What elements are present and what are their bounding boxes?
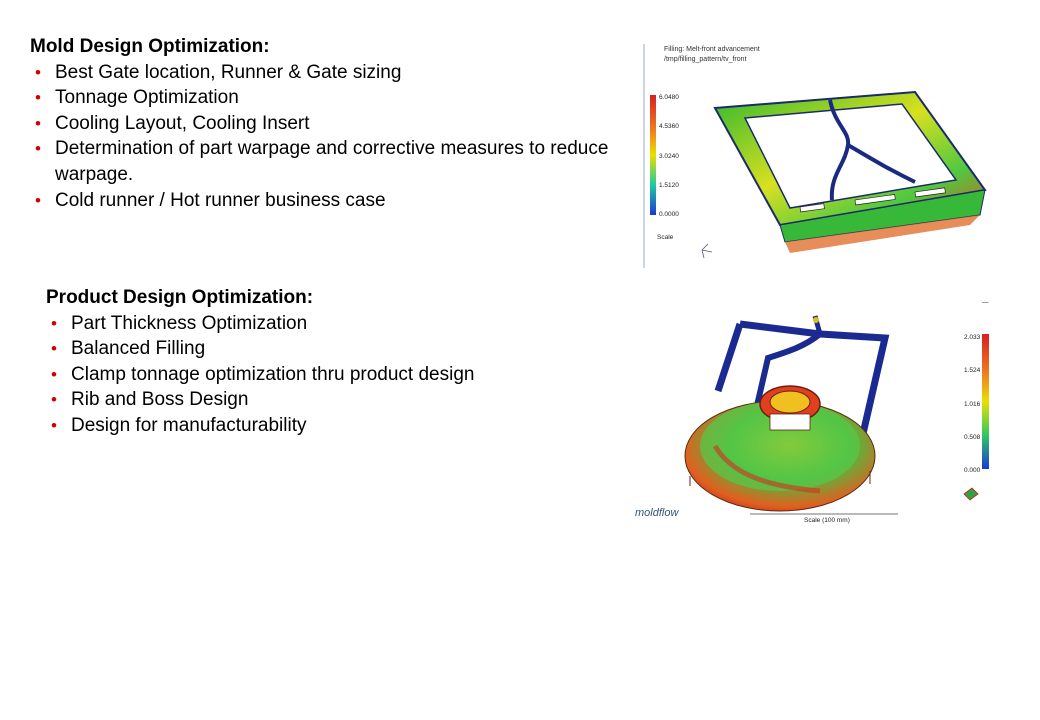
axis-triad-icon bbox=[963, 487, 979, 501]
bullet-icon: • bbox=[51, 415, 57, 435]
legend-value: 0.508 bbox=[964, 434, 981, 441]
sprue-icon bbox=[813, 317, 819, 323]
scale-label: Scale bbox=[657, 234, 674, 241]
legend-value: 0.000 bbox=[964, 467, 981, 474]
color-legend-bar bbox=[982, 334, 989, 469]
list-item: •Part Thickness Optimization bbox=[46, 311, 606, 337]
list-item: •Determination of part warpage and corre… bbox=[35, 138, 609, 185]
legend-value: 1.016 bbox=[964, 401, 981, 408]
bullet-icon: • bbox=[51, 364, 57, 384]
legend-value: 1.5120 bbox=[659, 182, 679, 189]
molded-part bbox=[684, 385, 876, 512]
list-item: •Clamp tonnage optimization thru product… bbox=[46, 362, 606, 388]
legend-header-dash: — bbox=[982, 299, 989, 306]
bullet-icon: • bbox=[35, 139, 41, 159]
list-item: •Design for manufacturability bbox=[46, 413, 606, 439]
list-item: •Cooling Layout, Cooling Insert bbox=[30, 111, 620, 137]
figure-caption: Filling: Melt-front advancement bbox=[664, 46, 760, 53]
part-simulation-figure: — 2.033 1.524 1.016 0.508 0.000 moldflow… bbox=[635, 299, 989, 524]
list-item: •Best Gate location, Runner & Gate sizin… bbox=[30, 60, 620, 86]
bullet-icon: • bbox=[35, 62, 41, 82]
color-legend-bar bbox=[650, 95, 656, 215]
product-design-section: Product Design Optimization: •Part Thick… bbox=[46, 285, 606, 439]
legend-value: 6.0480 bbox=[659, 94, 679, 101]
figure-caption-path: /tmp/filling_pattern/tv_front bbox=[664, 56, 747, 63]
legend-value: 1.524 bbox=[964, 367, 981, 374]
legend-value: 4.5360 bbox=[659, 123, 679, 130]
list-item: •Rib and Boss Design bbox=[46, 387, 606, 413]
scale-bar-label: Scale (100 mm) bbox=[804, 517, 850, 524]
bullet-icon: • bbox=[35, 190, 41, 210]
bullet-icon: • bbox=[51, 313, 57, 333]
legend-value: 2.033 bbox=[964, 334, 981, 341]
list-item: •Cold runner / Hot runner business case bbox=[30, 188, 620, 214]
mold-design-heading: Mold Design Optimization: bbox=[30, 36, 270, 57]
bullet-icon: • bbox=[51, 339, 57, 359]
list-item: •Tonnage Optimization bbox=[30, 85, 620, 111]
bullet-icon: • bbox=[35, 88, 41, 108]
legend-value: 3.0240 bbox=[659, 153, 679, 160]
list-item: •Balanced Filling bbox=[46, 336, 606, 362]
mold-design-section: Mold Design Optimization: •Best Gate loc… bbox=[30, 34, 620, 213]
frame-part bbox=[713, 90, 987, 253]
runner-system bbox=[714, 315, 890, 439]
product-design-heading: Product Design Optimization: bbox=[46, 287, 314, 308]
filling-simulation-figure: Filling: Melt-front advancement /tmp/fil… bbox=[643, 44, 987, 268]
legend-value: 0.0000 bbox=[659, 211, 679, 218]
bullet-icon: • bbox=[51, 390, 57, 410]
moldflow-logo: moldflow bbox=[635, 507, 679, 519]
bullet-icon: • bbox=[35, 113, 41, 133]
axis-triad-icon bbox=[701, 243, 713, 259]
